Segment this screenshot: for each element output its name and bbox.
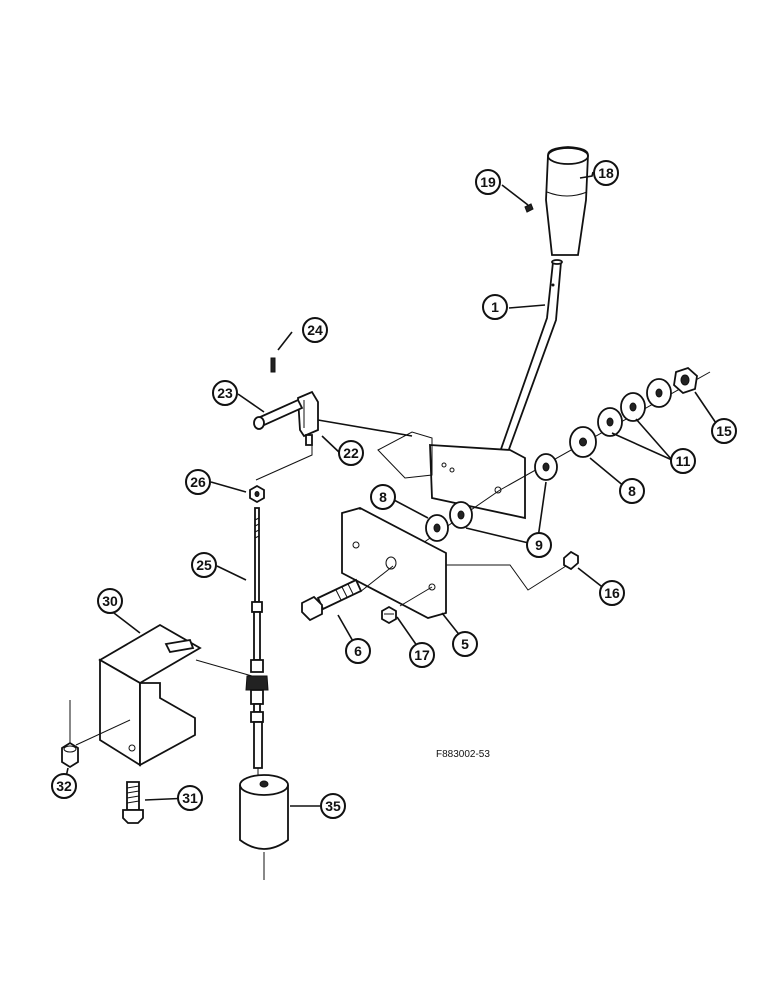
callout-label: 22 <box>343 445 359 461</box>
callout-6: 6 <box>345 638 371 664</box>
control-cable-part <box>245 507 269 778</box>
set-screw-part <box>524 203 534 213</box>
clevis-part <box>297 390 319 446</box>
callout-label: 15 <box>716 423 732 439</box>
figure-id: F883002-53 <box>436 749 490 760</box>
callout-35: 35 <box>320 793 346 819</box>
callout-label: 17 <box>414 647 430 663</box>
callout-18: 18 <box>593 160 619 186</box>
mounting-plate-part <box>341 507 447 619</box>
lever-plate-part <box>429 444 526 520</box>
callout-17: 17 <box>409 642 435 668</box>
cotter-pin-part <box>270 357 276 373</box>
callout-23: 23 <box>212 380 238 406</box>
bolt-6-part <box>301 578 363 622</box>
callout-label: 26 <box>190 474 206 490</box>
callout-30: 30 <box>97 588 123 614</box>
washer-8b-part <box>425 514 449 542</box>
callout-9: 9 <box>526 532 552 558</box>
callout-22: 22 <box>338 440 364 466</box>
nut-26-part <box>249 484 265 504</box>
callout-label: 8 <box>379 489 387 505</box>
callout-8-lower: 8 <box>370 484 396 510</box>
knob-part <box>545 146 589 256</box>
callout-25: 25 <box>191 552 217 578</box>
callout-label: 23 <box>217 385 233 401</box>
callout-label: 9 <box>535 537 543 553</box>
callout-19: 19 <box>475 169 501 195</box>
callout-label: 18 <box>598 165 614 181</box>
clevis-pin-part <box>253 398 304 430</box>
nut-15-part <box>673 366 698 395</box>
lever-rod-part <box>498 259 563 453</box>
nut-32-part <box>61 741 79 769</box>
cylinder-weight-part <box>239 774 289 880</box>
callout-8-upper: 8 <box>619 478 645 504</box>
callout-11: 11 <box>670 448 696 474</box>
callout-1: 1 <box>482 294 508 320</box>
callout-label: 30 <box>102 593 118 609</box>
callout-label: 16 <box>604 585 620 601</box>
callout-label: 11 <box>676 453 691 469</box>
callout-24: 24 <box>302 317 328 343</box>
callout-5: 5 <box>452 631 478 657</box>
bolt-16-part <box>563 550 579 571</box>
callout-32: 32 <box>51 773 77 799</box>
washer-9b-part <box>449 501 473 529</box>
callout-26: 26 <box>185 469 211 495</box>
washer-8-part <box>569 426 597 458</box>
callout-15: 15 <box>711 418 737 444</box>
callout-label: 32 <box>56 778 72 794</box>
washer-11-part <box>597 378 672 437</box>
washer-9-part <box>534 453 558 481</box>
callout-label: 6 <box>354 643 362 659</box>
callout-label: 19 <box>480 174 496 190</box>
nut-17-part <box>381 605 397 625</box>
bolt-31-part <box>122 781 144 824</box>
callout-label: 5 <box>461 636 469 652</box>
callout-label: 31 <box>182 790 198 806</box>
callout-label: 24 <box>307 322 323 338</box>
callout-31: 31 <box>177 785 203 811</box>
callout-16: 16 <box>599 580 625 606</box>
callout-label: 35 <box>325 798 341 814</box>
callout-label: 25 <box>196 557 212 573</box>
callout-label: 8 <box>628 483 636 499</box>
bracket-part <box>98 623 202 767</box>
callout-label: 1 <box>491 299 499 315</box>
